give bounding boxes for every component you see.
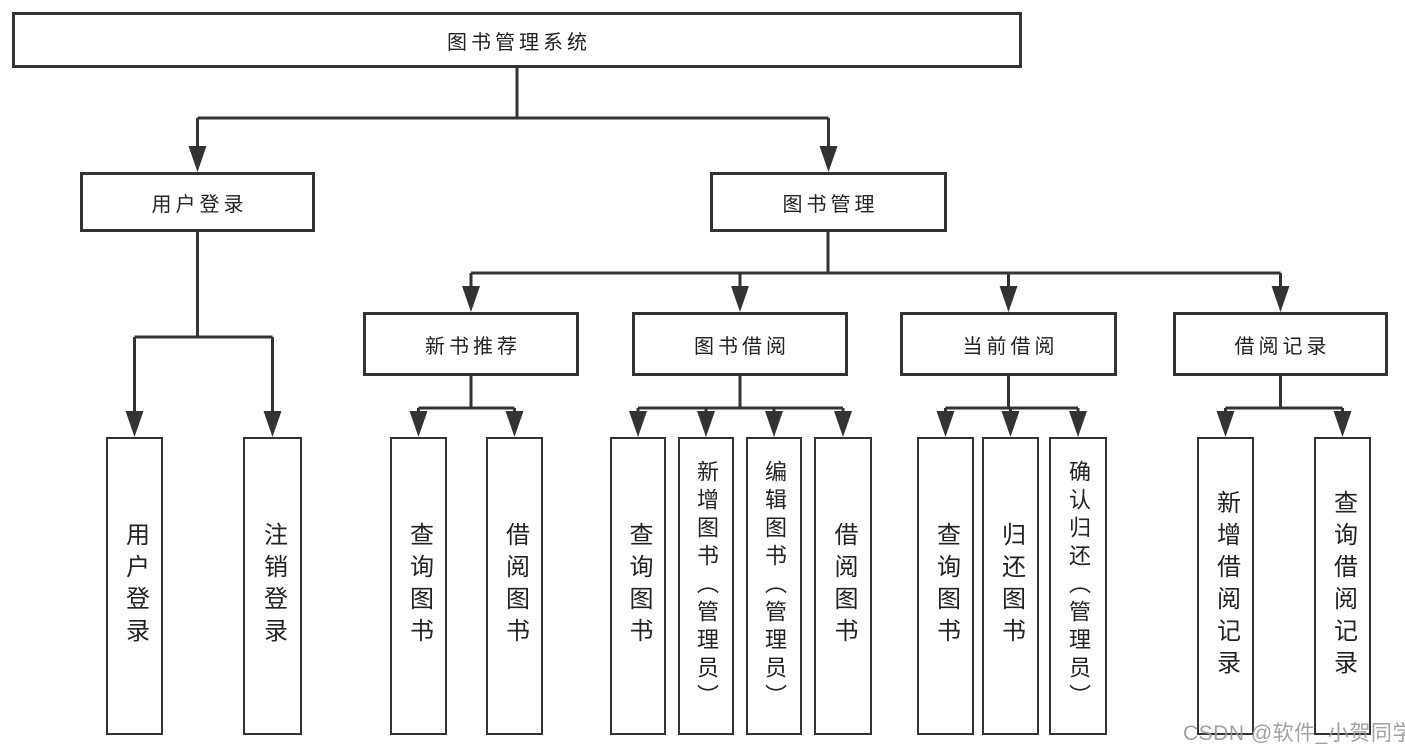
arrow-icon: [819, 146, 838, 172]
arrow-icon: [125, 411, 144, 437]
arrow-icon: [1001, 411, 1020, 437]
node-library-management-system: 图书管理系统: [12, 12, 1022, 68]
arrow-icon: [462, 286, 480, 312]
leaf-records-add-borrow-record: 新增借阅记录: [1197, 437, 1254, 735]
leaf-logout: 注销登录: [243, 437, 302, 735]
arrow-icon: [1333, 411, 1352, 437]
arrow-icon: [936, 411, 955, 437]
arrow-icon: [834, 411, 852, 437]
arrow-icon: [505, 411, 524, 437]
leaf-borrowing-edit-books-admin: 编辑图书（管理员）: [746, 437, 802, 735]
leaf-current-confirm-return-admin: 确认归还（管理员）: [1049, 437, 1107, 735]
node-label: 查询图书: [405, 522, 433, 650]
node-label: 用户登录: [121, 522, 149, 650]
node-label: 借阅图书: [830, 522, 857, 650]
node-label: 图书借阅: [694, 335, 790, 358]
node-label: 图书管理: [782, 193, 879, 216]
arrow-icon: [765, 411, 783, 437]
node-label: 借阅记录: [1234, 335, 1331, 358]
connector-root-to-level2: [196, 68, 830, 150]
node-label: 新增图书（管理员）: [694, 460, 719, 712]
node-borrowing-records: 借阅记录: [1173, 312, 1388, 376]
connector-bookmgmt-to-level3: [469, 232, 1282, 290]
node-label: 确认归还（管理员）: [1066, 460, 1091, 712]
connector-records-to-leaves: [1224, 376, 1344, 415]
connector-newbook-to-leaves: [417, 376, 516, 415]
leaf-borrowing-borrow-books: 借阅图书: [814, 437, 872, 735]
node-label: 新书推荐: [425, 335, 521, 358]
arrow-icon: [263, 411, 282, 437]
connector-borrowing-to-leaves: [636, 376, 845, 415]
node-book-management: 图书管理: [710, 172, 947, 232]
node-label: 归还图书: [997, 522, 1025, 650]
node-label: 新增借阅记录: [1212, 490, 1240, 682]
leaf-newbook-query-books: 查询图书: [390, 437, 447, 735]
leaf-borrowing-add-books-admin: 新增图书（管理员）: [678, 437, 734, 735]
leaf-records-query-borrow-record: 查询借阅记录: [1314, 437, 1371, 735]
arrow-icon: [999, 286, 1018, 312]
arrow-icon: [629, 411, 647, 437]
leaf-current-query-books: 查询图书: [917, 437, 974, 735]
csdn-watermark: CSDN @软件_小贺同学: [1183, 722, 1405, 745]
node-label: 查询图书: [932, 522, 960, 650]
arrow-icon: [1216, 411, 1235, 437]
arrow-icon: [409, 411, 428, 437]
arrow-icon: [697, 411, 715, 437]
node-user-login: 用户登录: [80, 172, 315, 232]
arrow-icon: [188, 146, 207, 172]
connector-userlogin-to-leaves: [133, 232, 274, 415]
node-new-book-recommendation: 新书推荐: [363, 312, 579, 376]
node-current-borrowing: 当前借阅: [900, 312, 1117, 376]
node-label: 当前借阅: [962, 335, 1059, 358]
node-label: 查询图书: [625, 522, 652, 650]
leaf-borrowing-query-books: 查询图书: [610, 437, 666, 735]
node-label: 编辑图书（管理员）: [762, 460, 787, 712]
node-label: 注销登录: [259, 522, 287, 650]
arrowheads: [125, 146, 1352, 437]
leaf-current-return-books: 归还图书: [982, 437, 1039, 735]
node-label: 查询借阅记录: [1329, 490, 1357, 682]
leaf-newbook-borrow-books: 借阅图书: [486, 437, 543, 735]
arrow-icon: [1271, 286, 1290, 312]
leaf-user-login: 用户登录: [106, 437, 163, 735]
node-label: 借阅图书: [501, 522, 529, 650]
node-label: 图书管理系统: [447, 31, 591, 54]
node-book-borrowing: 图书借阅: [632, 312, 848, 376]
node-label: 用户登录: [151, 193, 248, 216]
arrow-icon: [1069, 411, 1087, 437]
connector-current-to-leaves: [944, 376, 1080, 415]
arrow-icon: [731, 286, 749, 312]
